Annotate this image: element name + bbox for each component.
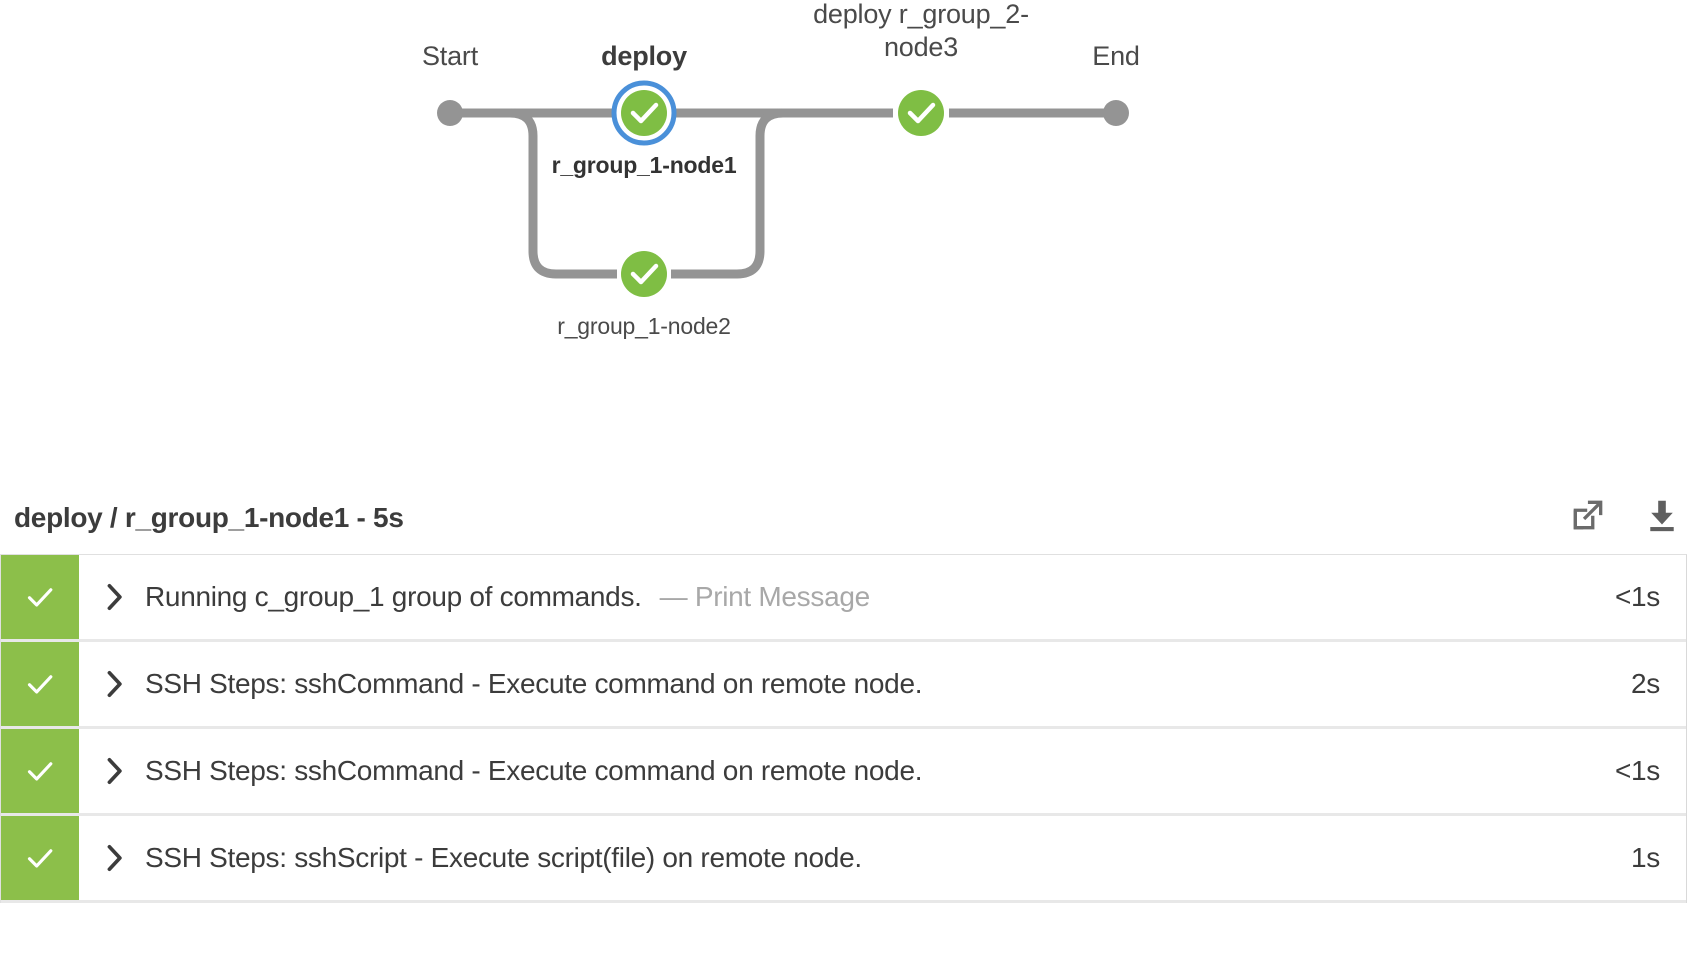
log-step-list: Running c_group_1 group of commands. — P… xyxy=(0,554,1687,903)
node-success-circle xyxy=(621,90,667,136)
stage-label-deploy-r-group-2-node3[interactable]: deploy r_group_2- node3 xyxy=(813,0,1029,62)
step-body[interactable]: SSH Steps: sshScript - Execute script(fi… xyxy=(79,816,1631,900)
step-sublabel: — Print Message xyxy=(659,581,871,612)
log-step-row[interactable]: SSH Steps: sshCommand - Execute command … xyxy=(1,729,1686,816)
node-success-circle xyxy=(898,90,944,136)
open-in-new-window-icon xyxy=(1573,500,1603,530)
log-title: deploy / r_group_1-node1 - 5s xyxy=(14,502,404,533)
chevron-right-icon[interactable] xyxy=(105,843,125,873)
log-step-row[interactable]: Running c_group_1 group of commands. — P… xyxy=(1,555,1686,642)
step-label: SSH Steps: sshCommand - Execute command … xyxy=(145,668,923,699)
chevron-right-icon[interactable] xyxy=(105,756,125,786)
start-dot-icon xyxy=(437,100,463,126)
step-status-success xyxy=(1,642,79,726)
step-label: Running c_group_1 group of commands. xyxy=(145,581,642,612)
open-in-new-window-button[interactable] xyxy=(1565,492,1611,538)
download-icon xyxy=(1650,500,1674,532)
step-body[interactable]: SSH Steps: sshCommand - Execute command … xyxy=(79,642,1631,726)
check-icon xyxy=(27,675,53,694)
step-status-success xyxy=(1,555,79,639)
start-label: Start xyxy=(421,41,479,71)
log-header-actions xyxy=(1565,492,1685,538)
connector-branch-up-right xyxy=(671,108,795,279)
check-icon xyxy=(630,102,659,124)
graph-node-r-group-1-node2[interactable] xyxy=(621,251,667,297)
step-label: SSH Steps: sshScript - Execute script(fi… xyxy=(145,842,862,873)
pipeline-graph: Start deploy deploy r_group_2- node3 End… xyxy=(0,0,1697,470)
check-icon xyxy=(907,102,936,124)
step-duration: <1s xyxy=(1614,581,1660,612)
check-icon xyxy=(27,849,53,868)
pipeline-graph-canvas xyxy=(437,80,1129,297)
stage-log-panel: deploy / r_group_1-node1 - 5s xyxy=(0,470,1697,966)
chevron-right-icon[interactable] xyxy=(105,669,125,699)
graph-connectors xyxy=(450,108,1116,279)
step-duration: 2s xyxy=(1631,668,1660,699)
step-duration: 1s xyxy=(1631,842,1660,873)
log-step-row[interactable]: SSH Steps: sshCommand - Execute command … xyxy=(1,642,1686,729)
connector-branch-down-left xyxy=(497,108,617,279)
end-label: End xyxy=(1092,41,1140,71)
log-header: deploy / r_group_1-node1 - 5s xyxy=(0,470,1697,560)
step-body[interactable]: SSH Steps: sshCommand - Execute command … xyxy=(79,729,1615,813)
log-step-row[interactable]: SSH Steps: sshScript - Execute script(fi… xyxy=(1,816,1686,903)
node-label-r-group-1-node2[interactable]: r_group_1-node2 xyxy=(557,313,731,339)
download-button[interactable] xyxy=(1639,492,1685,538)
node-label-r-group-1-node1[interactable]: r_group_1-node1 xyxy=(551,152,737,178)
check-icon xyxy=(27,762,53,781)
check-icon xyxy=(27,588,53,607)
step-status-success xyxy=(1,729,79,813)
node-success-circle xyxy=(621,251,667,297)
end-dot-icon xyxy=(1103,100,1129,126)
step-body[interactable]: Running c_group_1 group of commands. — P… xyxy=(79,555,1615,639)
step-status-success xyxy=(1,816,79,900)
check-icon xyxy=(630,263,659,285)
selection-ring-icon xyxy=(611,80,677,146)
graph-node-r-group-1-node1[interactable] xyxy=(611,80,677,146)
graph-node-r-group-2-node3[interactable] xyxy=(898,90,944,136)
stage-label-deploy[interactable]: deploy xyxy=(601,41,687,71)
step-duration: <1s xyxy=(1614,755,1660,786)
chevron-right-icon[interactable] xyxy=(105,582,125,612)
step-label: SSH Steps: sshCommand - Execute command … xyxy=(145,755,923,786)
